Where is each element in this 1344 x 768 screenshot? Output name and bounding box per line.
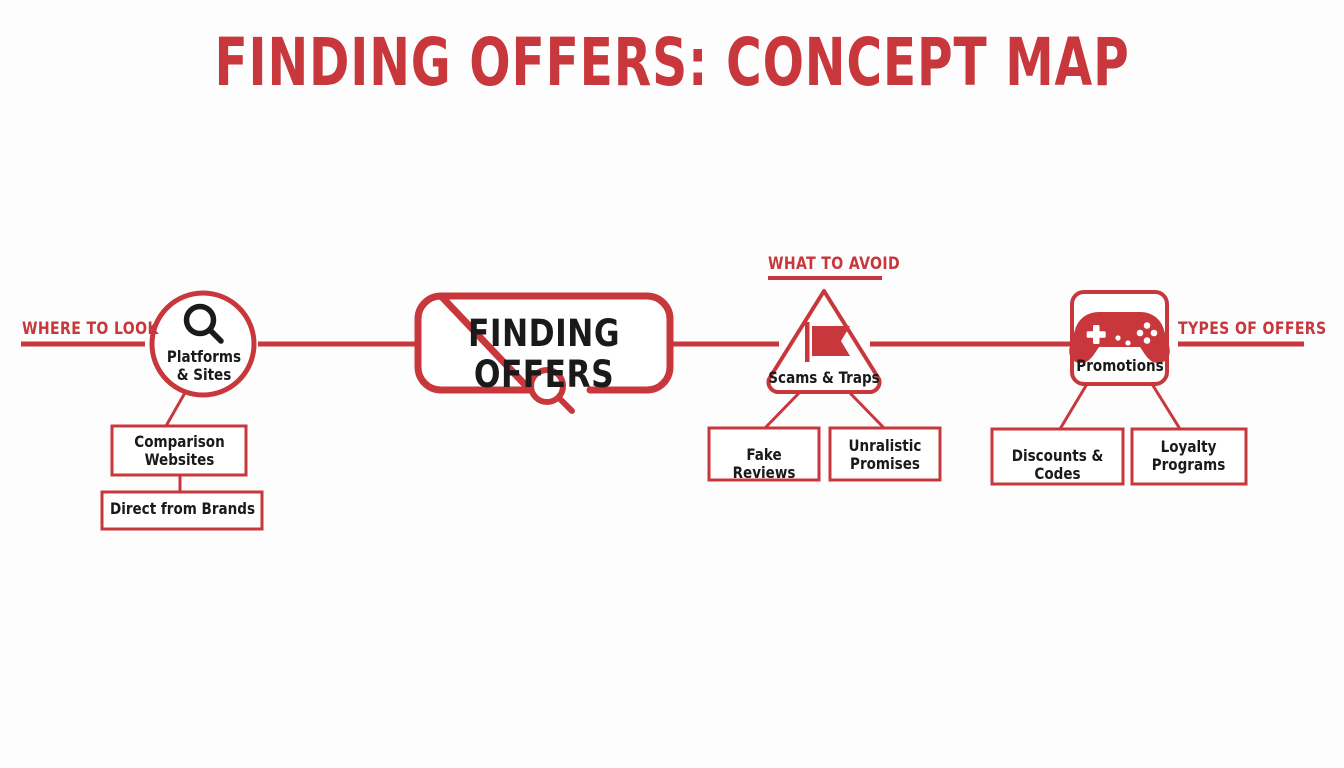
finding-offers-outline <box>414 292 674 394</box>
magnifying-glass-icon <box>528 367 575 414</box>
box-label-direct-from-brands: Direct from Brands <box>109 499 256 518</box>
box-direct-from-brands[interactable] <box>100 490 264 531</box>
node-label-promotions: Promotions <box>1076 356 1164 375</box>
spine-connectors <box>21 276 1304 347</box>
box-discounts-codes[interactable] <box>990 427 1125 486</box>
connector-promotions-to-discounts <box>1058 383 1089 430</box>
box-label-fake-reviews: Fake Reviews <box>732 445 796 483</box>
node-label-scams-traps: Scams & Traps <box>768 368 880 387</box>
box-unralistic-promises[interactable] <box>828 426 942 482</box>
section-label-types-of-offers: TYPES OF OFFERS <box>1178 319 1327 339</box>
box-label-loyalty-programs: Loyalty Programs <box>1151 437 1226 475</box>
box-comparison-websites[interactable] <box>110 424 248 477</box>
connector-promotions-to-loyalty <box>1150 383 1182 430</box>
flag-icon <box>805 322 850 362</box>
node-scams-traps[interactable] <box>766 289 882 394</box>
section-label-where-to-look: WHERE TO LOOK <box>22 319 159 339</box>
node-finding-offers[interactable] <box>414 292 674 414</box>
platforms-circle-outline <box>149 290 257 398</box>
node-label-finding-offers: FINDING OFFERS <box>468 312 620 397</box>
connector-scams-to-unralistic <box>847 390 886 430</box>
box-label-discounts-codes: Discounts & Codes <box>1011 446 1104 484</box>
gamepad-icon <box>1069 312 1170 363</box>
section-label-what-to-avoid: WHAT TO AVOID <box>768 254 901 274</box>
box-label-unralistic-promises: Unralistic Promises <box>848 436 922 474</box>
node-platforms-sites[interactable] <box>149 290 257 398</box>
page-title: FINDING OFFERS: CONCEPT MAP <box>214 24 1130 101</box>
connector-platforms-to-comparison <box>164 390 188 427</box>
node-promotions[interactable] <box>1069 290 1170 386</box>
magnifying-glass-icon <box>183 303 224 344</box>
connector-scams-to-fake-reviews <box>763 390 802 430</box>
box-fake-reviews[interactable] <box>707 426 821 482</box>
box-loyalty-programs[interactable] <box>1130 427 1248 486</box>
box-label-comparison-websites: Comparison Websites <box>134 432 225 470</box>
node-label-platforms-sites: Platforms & Sites <box>166 347 242 384</box>
